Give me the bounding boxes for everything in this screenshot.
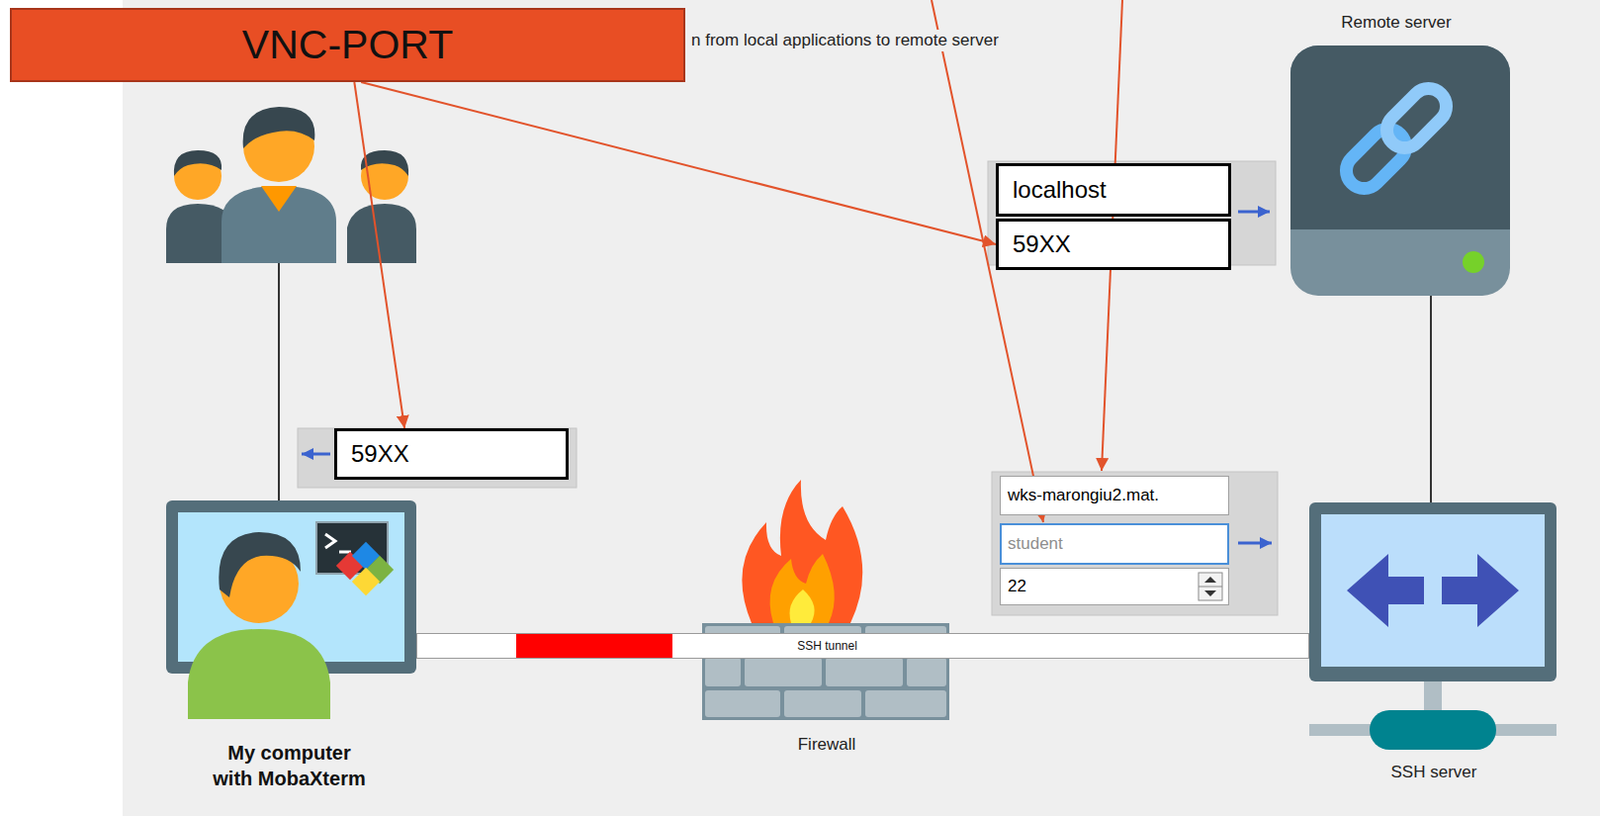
- spinner-control: [1204, 576, 1217, 583]
- spinner-control: [1198, 572, 1223, 601]
- users-icon: [261, 185, 297, 212]
- ssh-server-icon: [1441, 553, 1519, 627]
- port-callout: VNC-PORT: [9, 7, 686, 83]
- ssh-port-field: 22: [999, 567, 1230, 606]
- firewall-icon: [741, 479, 863, 623]
- ssh-user-field: student: [999, 523, 1230, 565]
- field-text: 22: [1007, 576, 1027, 597]
- port-panel: [297, 428, 577, 488]
- server-label: SSH server: [1334, 761, 1533, 784]
- port-panel: [297, 428, 577, 488]
- computer-icon: [352, 567, 380, 596]
- firewall-icon: [705, 657, 741, 687]
- remote-server-icon: [1290, 45, 1511, 296]
- connection-wire: [278, 263, 1431, 503]
- field-text: VNC-PORT: [242, 21, 453, 69]
- firewall-icon: [784, 690, 862, 717]
- remote-server-icon: [1290, 45, 1511, 230]
- spinner-control: [1198, 586, 1223, 588]
- pointer-arrow: [360, 82, 996, 245]
- spinner-control: [1204, 590, 1217, 597]
- ssh-panel: [1238, 541, 1272, 545]
- users-icon: [347, 203, 417, 264]
- computer-icon: [218, 532, 301, 598]
- field-text: 59XX: [351, 440, 410, 468]
- ssh-server-icon: [1369, 710, 1497, 750]
- ssh-server-icon: [1321, 514, 1545, 667]
- ssh-server-icon: [1309, 502, 1557, 682]
- header-text: n from local applications to remote serv…: [689, 29, 1001, 52]
- firewall-icon: [744, 657, 822, 687]
- remote-server-icon: [1338, 81, 1454, 196]
- field-text: SSH tunnel: [797, 638, 858, 653]
- firewall-label: Firewall: [777, 733, 877, 756]
- ssh-server-icon: [1346, 553, 1424, 627]
- ssh-server-icon: [1309, 502, 1557, 750]
- ssh-panel: [991, 471, 1278, 616]
- ssh-server-icon: [1423, 678, 1442, 712]
- remote-server-icon: [1290, 45, 1511, 296]
- computer-icon: [187, 628, 331, 719]
- field-text: wks-marongiu2.mat.: [1007, 485, 1159, 506]
- pointer-arrow: [354, 82, 405, 429]
- firewall-icon: [865, 690, 947, 717]
- users-icon: [221, 185, 337, 264]
- server-label: Remote server: [1297, 11, 1496, 34]
- remote-server-icon: [1338, 121, 1414, 196]
- spinner-control: [1198, 572, 1223, 601]
- background-panel: [122, 0, 1600, 816]
- remote-server-icon: [1290, 197, 1511, 230]
- firewall-icon: [702, 479, 950, 720]
- firewall-icon: [790, 589, 815, 623]
- destination-panel: [1238, 210, 1270, 214]
- computer-icon: [325, 533, 336, 548]
- connection-wire: [277, 263, 280, 501]
- ssh-panel: [999, 567, 1230, 606]
- ssh-panel: [991, 471, 1278, 616]
- port-panel: [301, 452, 331, 456]
- remote-server-icon: [1379, 81, 1454, 156]
- users-icon: [166, 106, 417, 264]
- field-text: localhost: [1012, 176, 1107, 204]
- connection-wire: [1429, 295, 1432, 503]
- background-panel: [122, 0, 1600, 816]
- remote-port-field: 59XX: [995, 218, 1232, 270]
- firewall-icon: [825, 657, 903, 687]
- tunnel-segment: [516, 633, 673, 658]
- users-icon: [174, 150, 222, 177]
- ssh-tunnel-band: SSH tunnel: [416, 632, 1310, 659]
- local-port-field: 59XX: [334, 428, 569, 480]
- computer-label: My computer with MobaXterm: [207, 739, 371, 792]
- computer-icon: [166, 500, 417, 719]
- firewall-icon: [906, 657, 947, 687]
- firewall-icon: [705, 690, 781, 717]
- ssh-host-field: wks-marongiu2.mat.: [999, 475, 1230, 516]
- remote-host-field: localhost: [995, 163, 1232, 217]
- field-text: student: [1007, 533, 1064, 554]
- firewall-icon: [770, 553, 835, 623]
- field-text: 59XX: [1012, 230, 1071, 259]
- remote-server-icon: [1462, 251, 1485, 273]
- users-icon: [243, 106, 316, 149]
